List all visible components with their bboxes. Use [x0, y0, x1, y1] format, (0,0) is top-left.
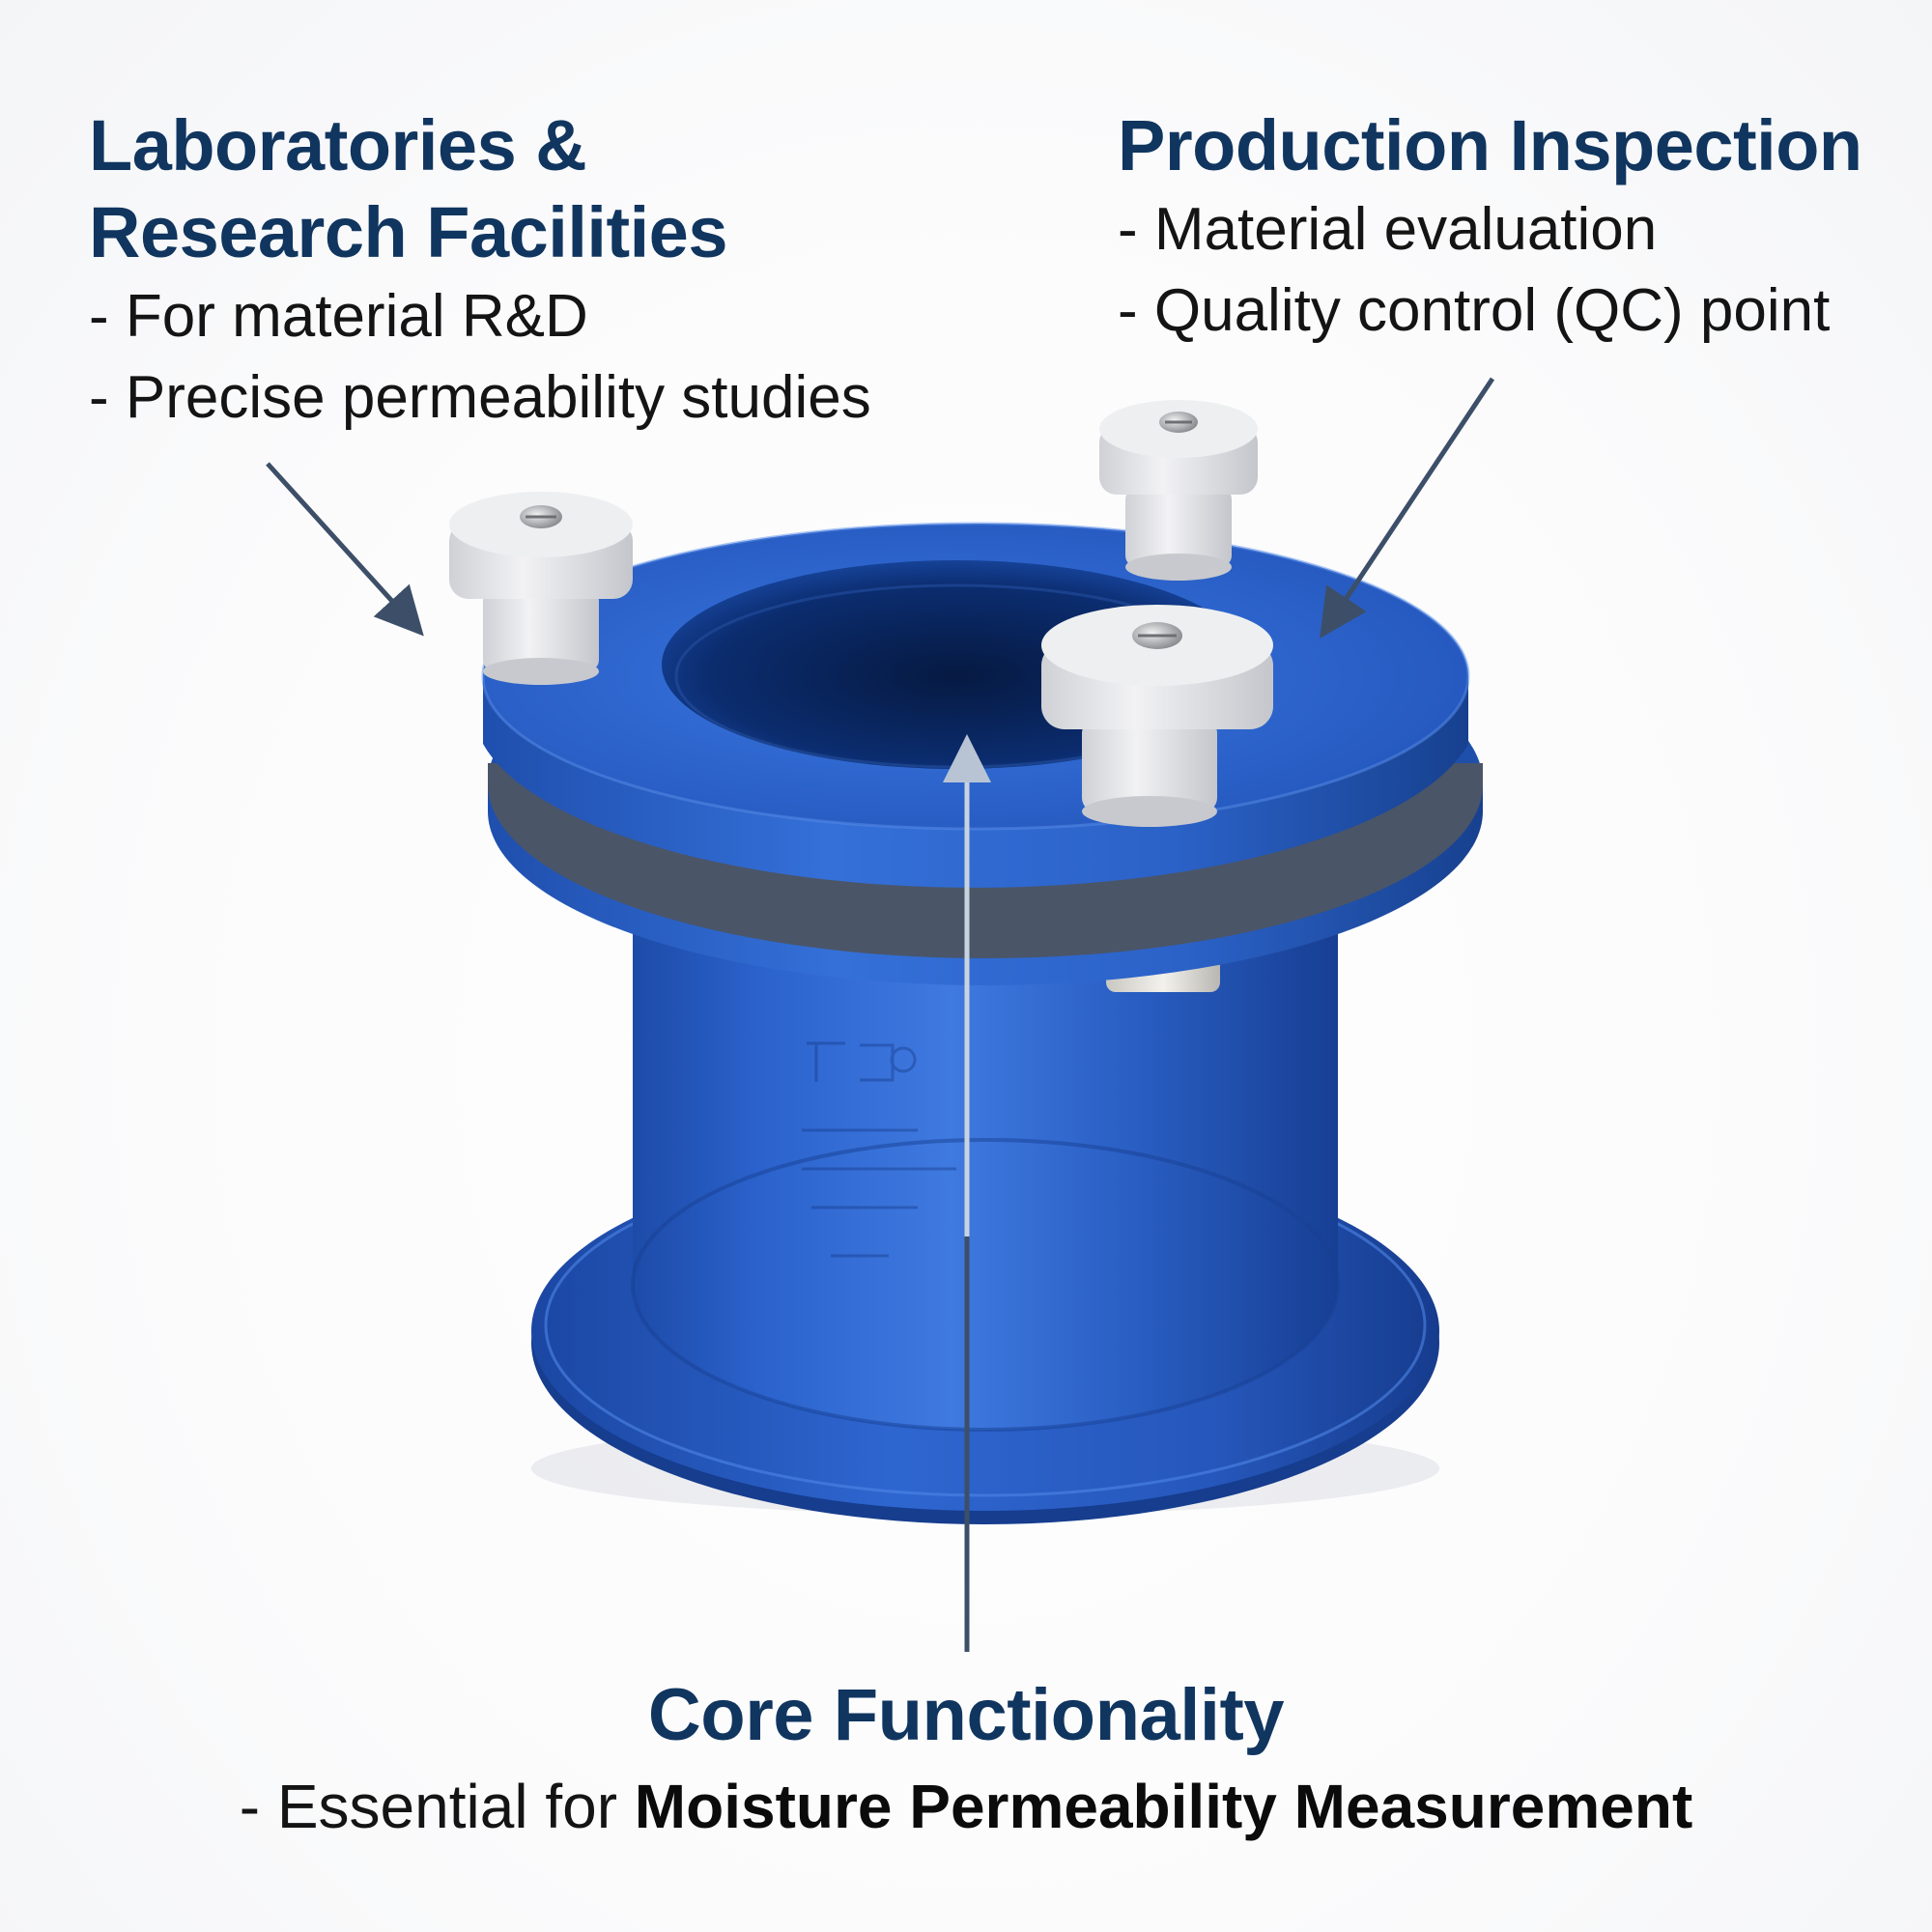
bullet-emphasis: Moisture Permeability Measurement: [634, 1772, 1693, 1841]
callout-heading: Laboratories &: [89, 105, 587, 185]
callout-bullet: - Essential for Moisture Permeability Me…: [0, 1762, 1932, 1851]
callout-heading: Production Inspection: [1118, 105, 1862, 185]
callout-bullet: - For material R&D: [89, 283, 588, 350]
clamp-knob-front: [1041, 605, 1273, 827]
arrow-down-left-icon: [1320, 377, 1495, 639]
callout-heading: Core Functionality: [647, 1674, 1285, 1756]
callout-bullet: - Precise permeability studies: [89, 364, 871, 431]
callout-bullet: - Quality control (QC) point: [1118, 277, 1831, 344]
cylinder-body: [631, 850, 1340, 1432]
bullet-prefix: - Essential for: [239, 1772, 635, 1841]
clamp-knob-back-right: [1099, 400, 1258, 581]
callout-laboratories: Laboratories & Research Facilities - For…: [89, 102, 871, 439]
clamp-knob-left: [449, 492, 633, 685]
arrow-down-right-icon: [266, 462, 424, 637]
callout-bullet: - Material evaluation: [1118, 196, 1658, 263]
callout-production-inspection: Production Inspection - Material evaluat…: [1118, 102, 1862, 352]
callout-core-functionality: Core Functionality - Essential for Moist…: [0, 1669, 1932, 1851]
callout-heading: Research Facilities: [89, 192, 727, 272]
